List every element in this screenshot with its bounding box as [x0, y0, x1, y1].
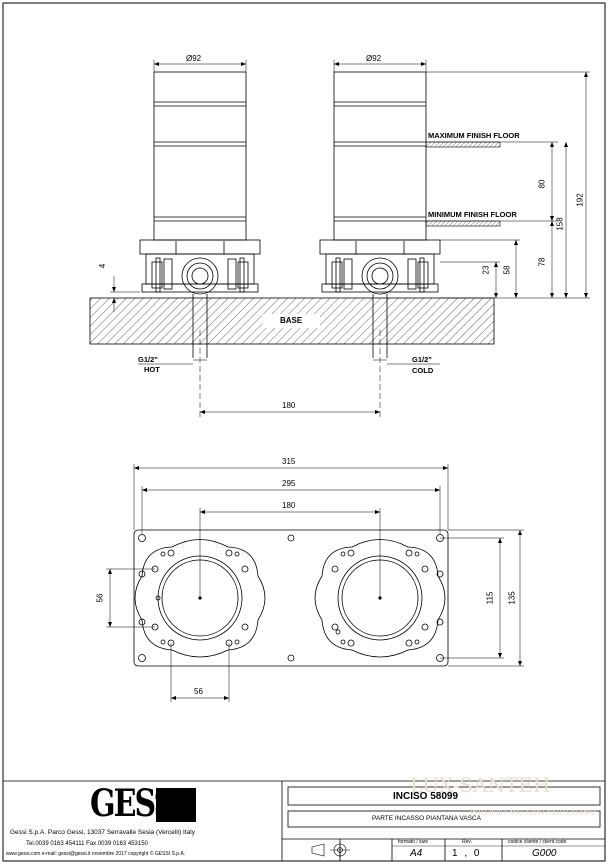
label-max-floor: MAXIMUM FINISH FLOOR	[428, 131, 520, 140]
company-phone: Tel.0039 0163 454111 Fax.0039 0163 45315…	[26, 841, 148, 847]
dim-115: 115	[485, 591, 495, 605]
dim-dia-right: Ø92	[366, 54, 382, 63]
company-web: www.gessi.com e-mail: gessi@gessi.it nov…	[6, 851, 186, 857]
dim-4: 4	[98, 263, 108, 269]
label-cold: COLD	[412, 366, 434, 375]
plate-holes	[138, 534, 444, 662]
logo-square	[156, 788, 196, 822]
client-code-value: G000	[532, 848, 557, 859]
dim-295: 295	[282, 479, 296, 488]
right-cylinder	[333, 71, 427, 241]
label-min-floor: MINIMUM FINISH FLOOR	[428, 210, 517, 219]
side-view	[89, 60, 590, 418]
dim-192: 192	[575, 193, 585, 207]
dim-56-vertical: 56	[95, 593, 105, 603]
rev-value: 1 , 0	[452, 848, 482, 859]
rev-label: Rev.	[462, 839, 472, 845]
pipes	[192, 294, 388, 358]
dim-135: 135	[507, 591, 517, 605]
left-cylinder	[153, 71, 247, 241]
product-description: PARTE INCASSO PIANTANA VASCA	[372, 815, 481, 822]
dim-dia-left: Ø92	[186, 54, 202, 63]
label-hot: HOT	[144, 365, 160, 374]
format-value: A4	[410, 848, 423, 859]
dim-80: 80	[537, 179, 547, 189]
left-body	[139, 239, 261, 295]
format-label: formato / size	[398, 839, 429, 845]
label-base: BASE	[280, 316, 303, 325]
dim-58: 58	[502, 265, 512, 275]
min-floor-mark	[425, 220, 501, 227]
gessi-logo: GESSI	[90, 782, 187, 826]
dim-56-horizontal: 56	[194, 687, 203, 696]
dim-180-side: 180	[282, 401, 296, 410]
plan-view	[106, 464, 524, 702]
title-block	[3, 780, 605, 861]
product-code: INCISO 58099	[393, 791, 459, 802]
label-hot-size: G1/2"	[138, 355, 158, 364]
client-code-label: codice cliente / client code	[508, 839, 567, 845]
label-cold-size: G1/2"	[412, 355, 432, 364]
projection-symbol	[311, 842, 350, 858]
watermark-tagline: ИНТЕРНЕТ-МАГАЗИН САНТЕХНИКИ	[470, 809, 597, 817]
watermark-brand: LUX-SANTEH	[410, 773, 551, 797]
right-body	[319, 239, 441, 295]
dim-180-plan: 180	[282, 501, 296, 510]
max-floor-mark	[425, 141, 501, 148]
dim-78: 78	[537, 257, 547, 267]
dim-158: 158	[555, 217, 565, 231]
mounting-plate	[133, 529, 449, 667]
dim-315: 315	[282, 457, 296, 466]
company-address: Gessi S.p.A. Parco Gessi, 13037 Serraval…	[10, 829, 195, 836]
dim-23: 23	[481, 265, 491, 275]
